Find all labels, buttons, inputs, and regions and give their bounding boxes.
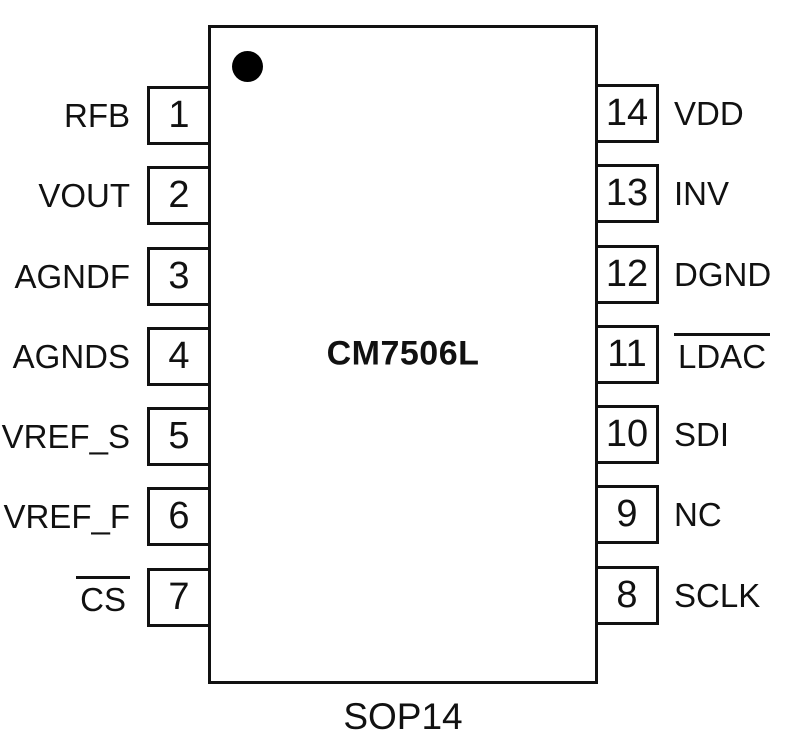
pin-label-cs-active-low: CS xyxy=(76,576,130,619)
pin-row-6: VREF_F 6 xyxy=(0,487,211,546)
pin-number-box-5: 5 xyxy=(147,407,211,466)
pin-number-box-7: 7 xyxy=(147,568,211,627)
pin-number-box-1: 1 xyxy=(147,86,211,145)
pin-row-11: 11 LDAC xyxy=(595,325,787,384)
pin-number-box-10: 10 xyxy=(595,405,659,464)
pin-number-box-11: 11 xyxy=(595,325,659,384)
pin-label-sdi: SDI xyxy=(674,415,730,453)
pin-number-box-8: 8 xyxy=(595,566,659,625)
pin-number-box-9: 9 xyxy=(595,485,659,544)
pin-label-inv: INV xyxy=(674,174,730,212)
chip-name: CM7506L xyxy=(326,334,480,373)
pin-label-agnds: AGNDS xyxy=(12,337,130,375)
pin-label-rfb: RFB xyxy=(64,96,130,134)
pin-row-8: 8 SCLK xyxy=(595,566,787,625)
pin-number-box-4: 4 xyxy=(147,327,211,386)
pin1-indicator-icon xyxy=(232,51,263,82)
pin-number-box-3: 3 xyxy=(147,247,211,306)
pin-label-vout: VOUT xyxy=(38,176,130,214)
pin-label-vref-f: VREF_F xyxy=(3,497,130,535)
pin-row-4: AGNDS 4 xyxy=(0,327,211,386)
pin-number-box-2: 2 xyxy=(147,166,211,225)
pin-label-ldac-active-low: LDAC xyxy=(674,333,771,376)
pin-label-sclk: SCLK xyxy=(674,576,761,614)
pin-label-vdd: VDD xyxy=(674,94,744,132)
pin-label-nc: NC xyxy=(674,495,722,533)
pin-row-10: 10 SDI xyxy=(595,405,787,464)
pin-number-box-6: 6 xyxy=(147,487,211,546)
pin-label-agndf: AGNDF xyxy=(14,257,131,295)
pin-label-vref-s: VREF_S xyxy=(1,417,130,455)
pin-row-1: RFB 1 xyxy=(0,86,211,145)
pin-row-13: 13 INV xyxy=(595,164,787,223)
pin-number-box-13: 13 xyxy=(595,164,659,223)
pin-row-9: 9 NC xyxy=(595,485,787,544)
pin-row-5: VREF_S 5 xyxy=(0,407,211,466)
pin-row-12: 12 DGND xyxy=(595,245,787,304)
pin-row-2: VOUT 2 xyxy=(0,166,211,225)
pin-row-3: AGNDF 3 xyxy=(0,247,211,306)
pin-number-box-14: 14 xyxy=(595,84,659,143)
pin-label-dgnd: DGND xyxy=(674,255,772,293)
chip-body: CM7506L xyxy=(208,25,598,684)
package-name: SOP14 xyxy=(343,696,463,737)
pin-row-7: CS 7 xyxy=(0,568,211,627)
pin-number-box-12: 12 xyxy=(595,245,659,304)
pin-row-14: 14 VDD xyxy=(595,84,787,143)
